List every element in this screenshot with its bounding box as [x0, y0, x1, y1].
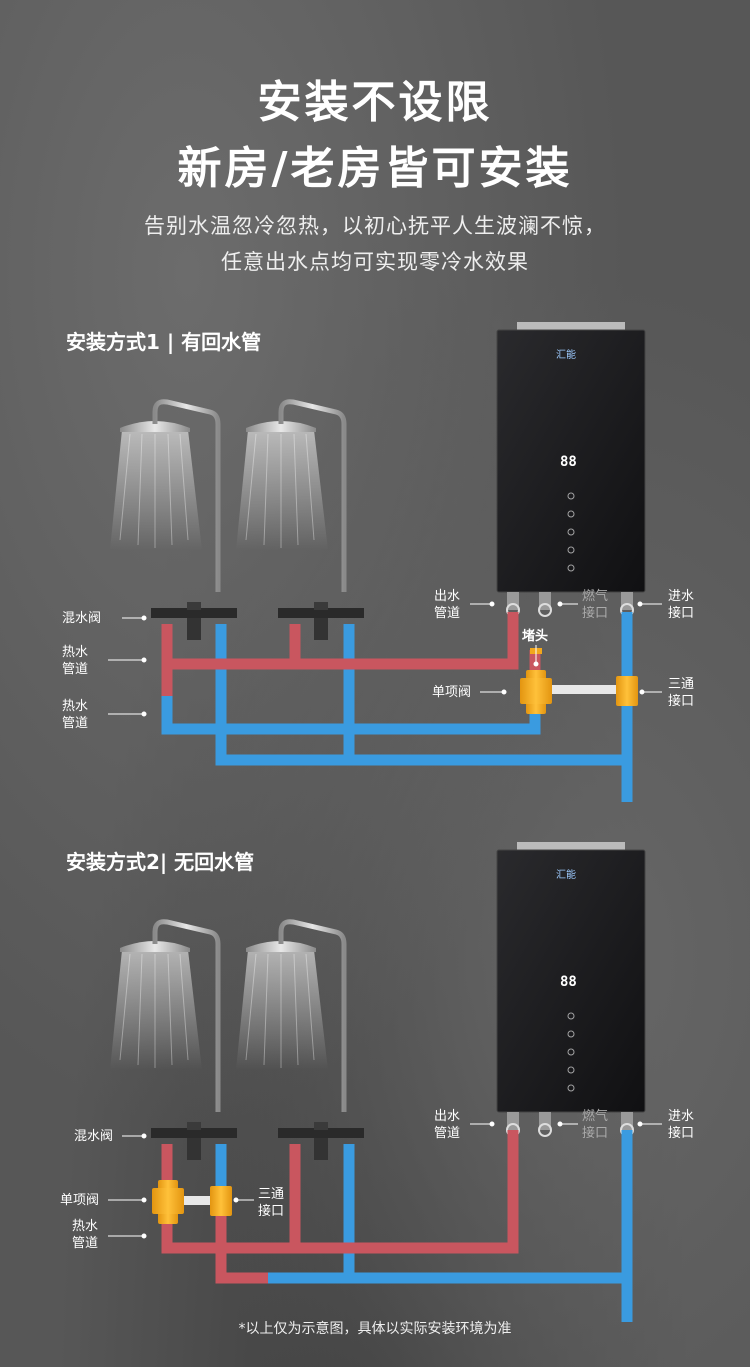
- section-1-title: 安装方式1 | 有回水管: [66, 330, 262, 354]
- label-gas-1: 燃气 接口: [582, 589, 609, 621]
- heater-1-display: 88: [560, 454, 577, 470]
- label-gas-2: 燃气 接口: [582, 1109, 609, 1141]
- footnote: *以上仅为示意图，具体以实际安装环境为准: [238, 1321, 512, 1337]
- label-check-valve-1: 单项阀: [432, 685, 472, 700]
- label-check-valve-2: 单项阀: [60, 1193, 100, 1208]
- title-line-2: 新房/老房皆可安装: [177, 143, 573, 194]
- subtitle-line-2: 任意出水点均可实现零冷水效果: [221, 250, 529, 274]
- label-outlet-1: 出水 管道: [434, 589, 461, 621]
- shower-2a: [110, 922, 218, 1112]
- diagram-2: [108, 841, 662, 1322]
- bypass-pipe-2: [177, 1196, 217, 1205]
- subtitle-line-1: 告别水温忽冷忽热，以初心抚平人生波澜不惊，: [144, 214, 606, 238]
- label-tee-1: 三通 接口: [668, 677, 695, 709]
- label-mixing-valve-1: 混水阀: [62, 611, 102, 626]
- label-hot-pipe-1a: 热水 管道: [62, 645, 89, 677]
- label-hot-pipe-2: 热水 管道: [72, 1219, 99, 1251]
- heater-1-logo: 汇能: [556, 350, 576, 361]
- label-inlet-1: 进水 接口: [668, 589, 695, 621]
- title-line-1: 安装不设限: [257, 77, 493, 128]
- label-hot-pipe-1b: 热水 管道: [62, 699, 89, 731]
- label-mixing-valve-2: 混水阀: [74, 1129, 114, 1144]
- bypass-pipe: [545, 685, 625, 694]
- label-tee-2: 三通 接口: [258, 1187, 285, 1219]
- diagram-1: [108, 321, 662, 802]
- label-outlet-2: 出水 管道: [434, 1109, 461, 1141]
- section-2-title: 安装方式2| 无回水管: [66, 850, 255, 874]
- shower-1b: [236, 402, 344, 592]
- tee-connector: [616, 676, 638, 706]
- heater-2-logo: 汇能: [556, 870, 576, 881]
- shower-2b: [236, 922, 344, 1112]
- label-inlet-2: 进水 接口: [668, 1109, 695, 1141]
- heater-2-display: 88: [560, 974, 577, 990]
- tee-connector-2: [210, 1186, 232, 1216]
- label-plug-1: 堵头: [522, 629, 549, 644]
- shower-1a: [110, 402, 218, 592]
